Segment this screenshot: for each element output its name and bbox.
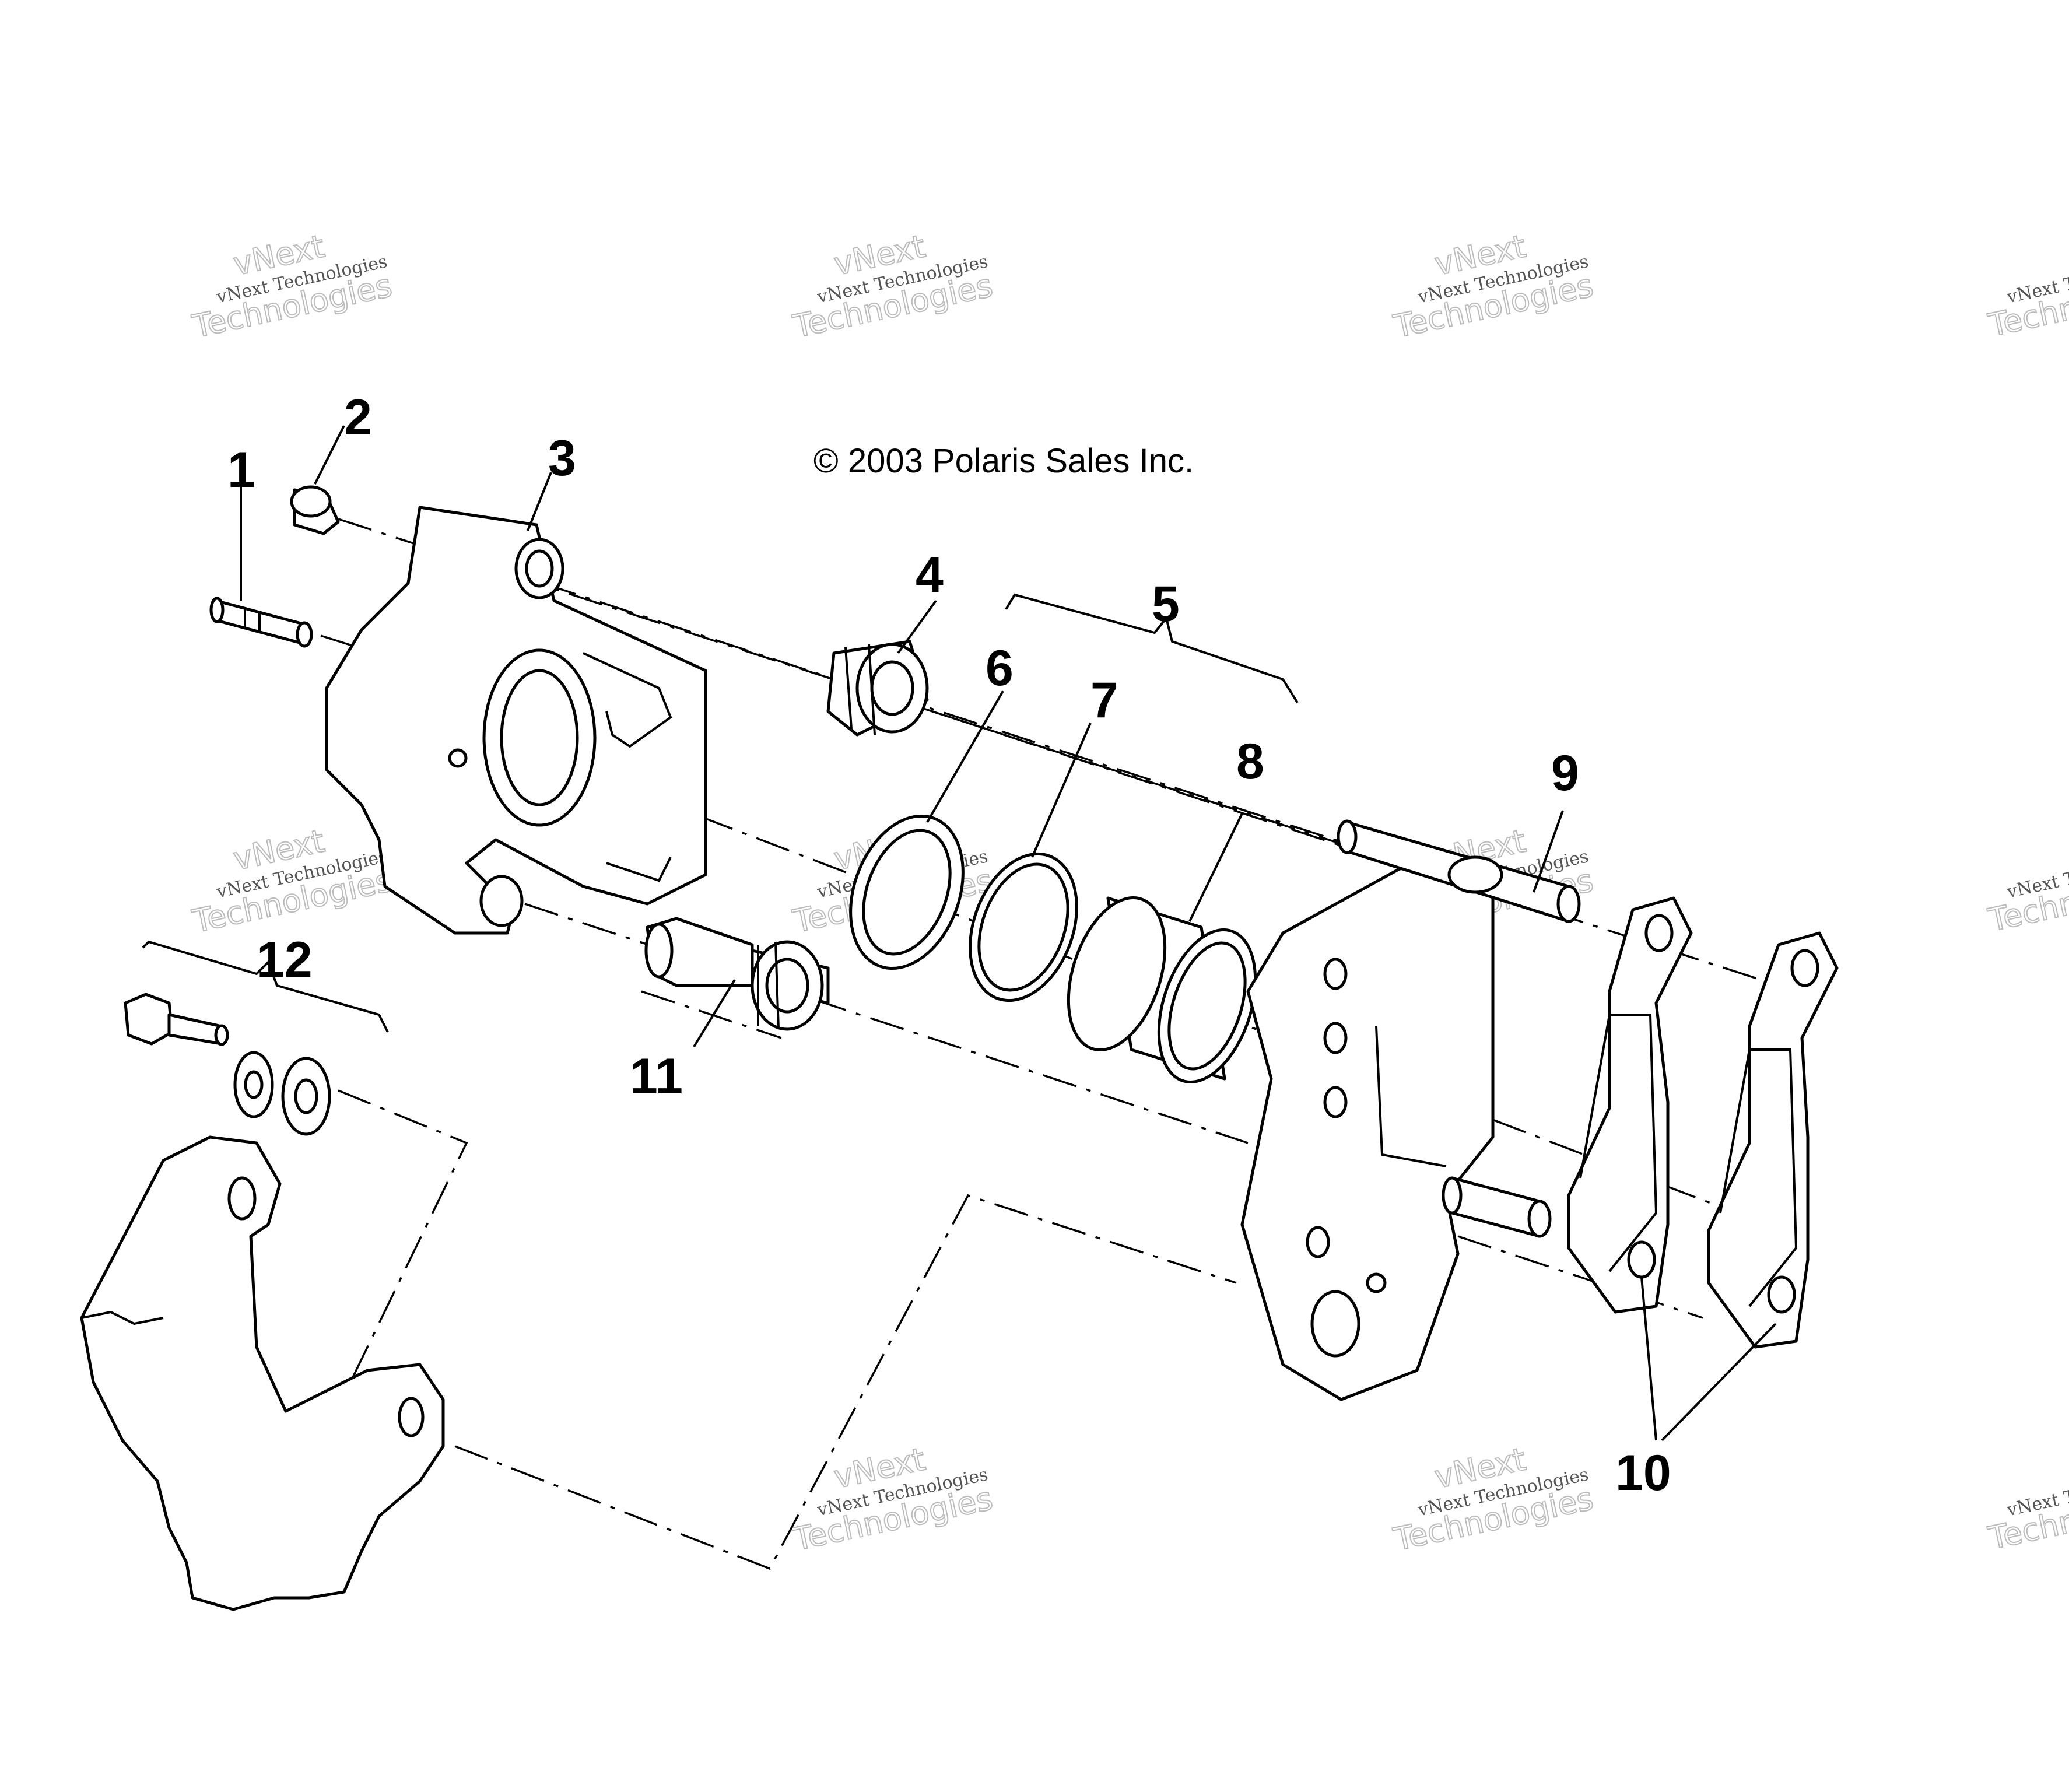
brake-pads (1567, 896, 1839, 1349)
mounting-hardware (124, 993, 331, 1136)
callout-5: 5 (1152, 576, 1180, 632)
caliper-bracket (1240, 819, 1581, 1401)
dust-seal (849, 814, 965, 970)
callout-2: 2 (344, 390, 372, 446)
watermark: vNext Technologies Technologies (1984, 251, 2069, 345)
callout-10: 10 (1615, 1445, 1671, 1501)
pin-boot (826, 640, 929, 737)
watermark: vNext vNext Technologies Technologies (789, 227, 996, 345)
callout-4: 4 (916, 547, 944, 603)
watermark: vNext vNext Technologies Technologies (1390, 1440, 1597, 1558)
slide-pin (644, 917, 830, 1031)
copyright-text: © 2003 Polaris Sales Inc. (813, 442, 1194, 480)
callout-9: 9 (1551, 745, 1579, 801)
callout-labels: 1 2 3 4 5 6 7 8 9 10 11 12 (227, 390, 1671, 1501)
watermark: vNext Technologies Technologies (1984, 846, 2069, 939)
watermark: vNext vNext Technologies Technologies (188, 227, 395, 345)
callout-7: 7 (1090, 672, 1118, 728)
caliper-body (325, 506, 707, 935)
callout-12: 12 (257, 932, 313, 988)
watermark: vNext Technologies Technologies (1984, 1464, 2069, 1558)
group-brackets (142, 593, 1299, 1033)
callout-1: 1 (227, 442, 255, 498)
watermark: vNext vNext Technologies Technologies (1390, 227, 1597, 345)
piston (1067, 896, 1257, 1083)
steering-knuckle-arm (80, 1135, 445, 1611)
bleeder-screw (209, 597, 313, 648)
callout-11: 11 (630, 1048, 683, 1104)
leader-lines (240, 425, 1777, 1442)
piston-seal (969, 852, 1078, 1002)
callout-8: 8 (1236, 734, 1264, 790)
watermark: vNext vNext Technologies Technologies (188, 822, 395, 940)
bleeder-cap (290, 485, 340, 535)
callout-3: 3 (548, 430, 576, 486)
callout-6: 6 (986, 640, 1014, 696)
watermark: vNext vNext Technologies Technologies (789, 1440, 996, 1558)
